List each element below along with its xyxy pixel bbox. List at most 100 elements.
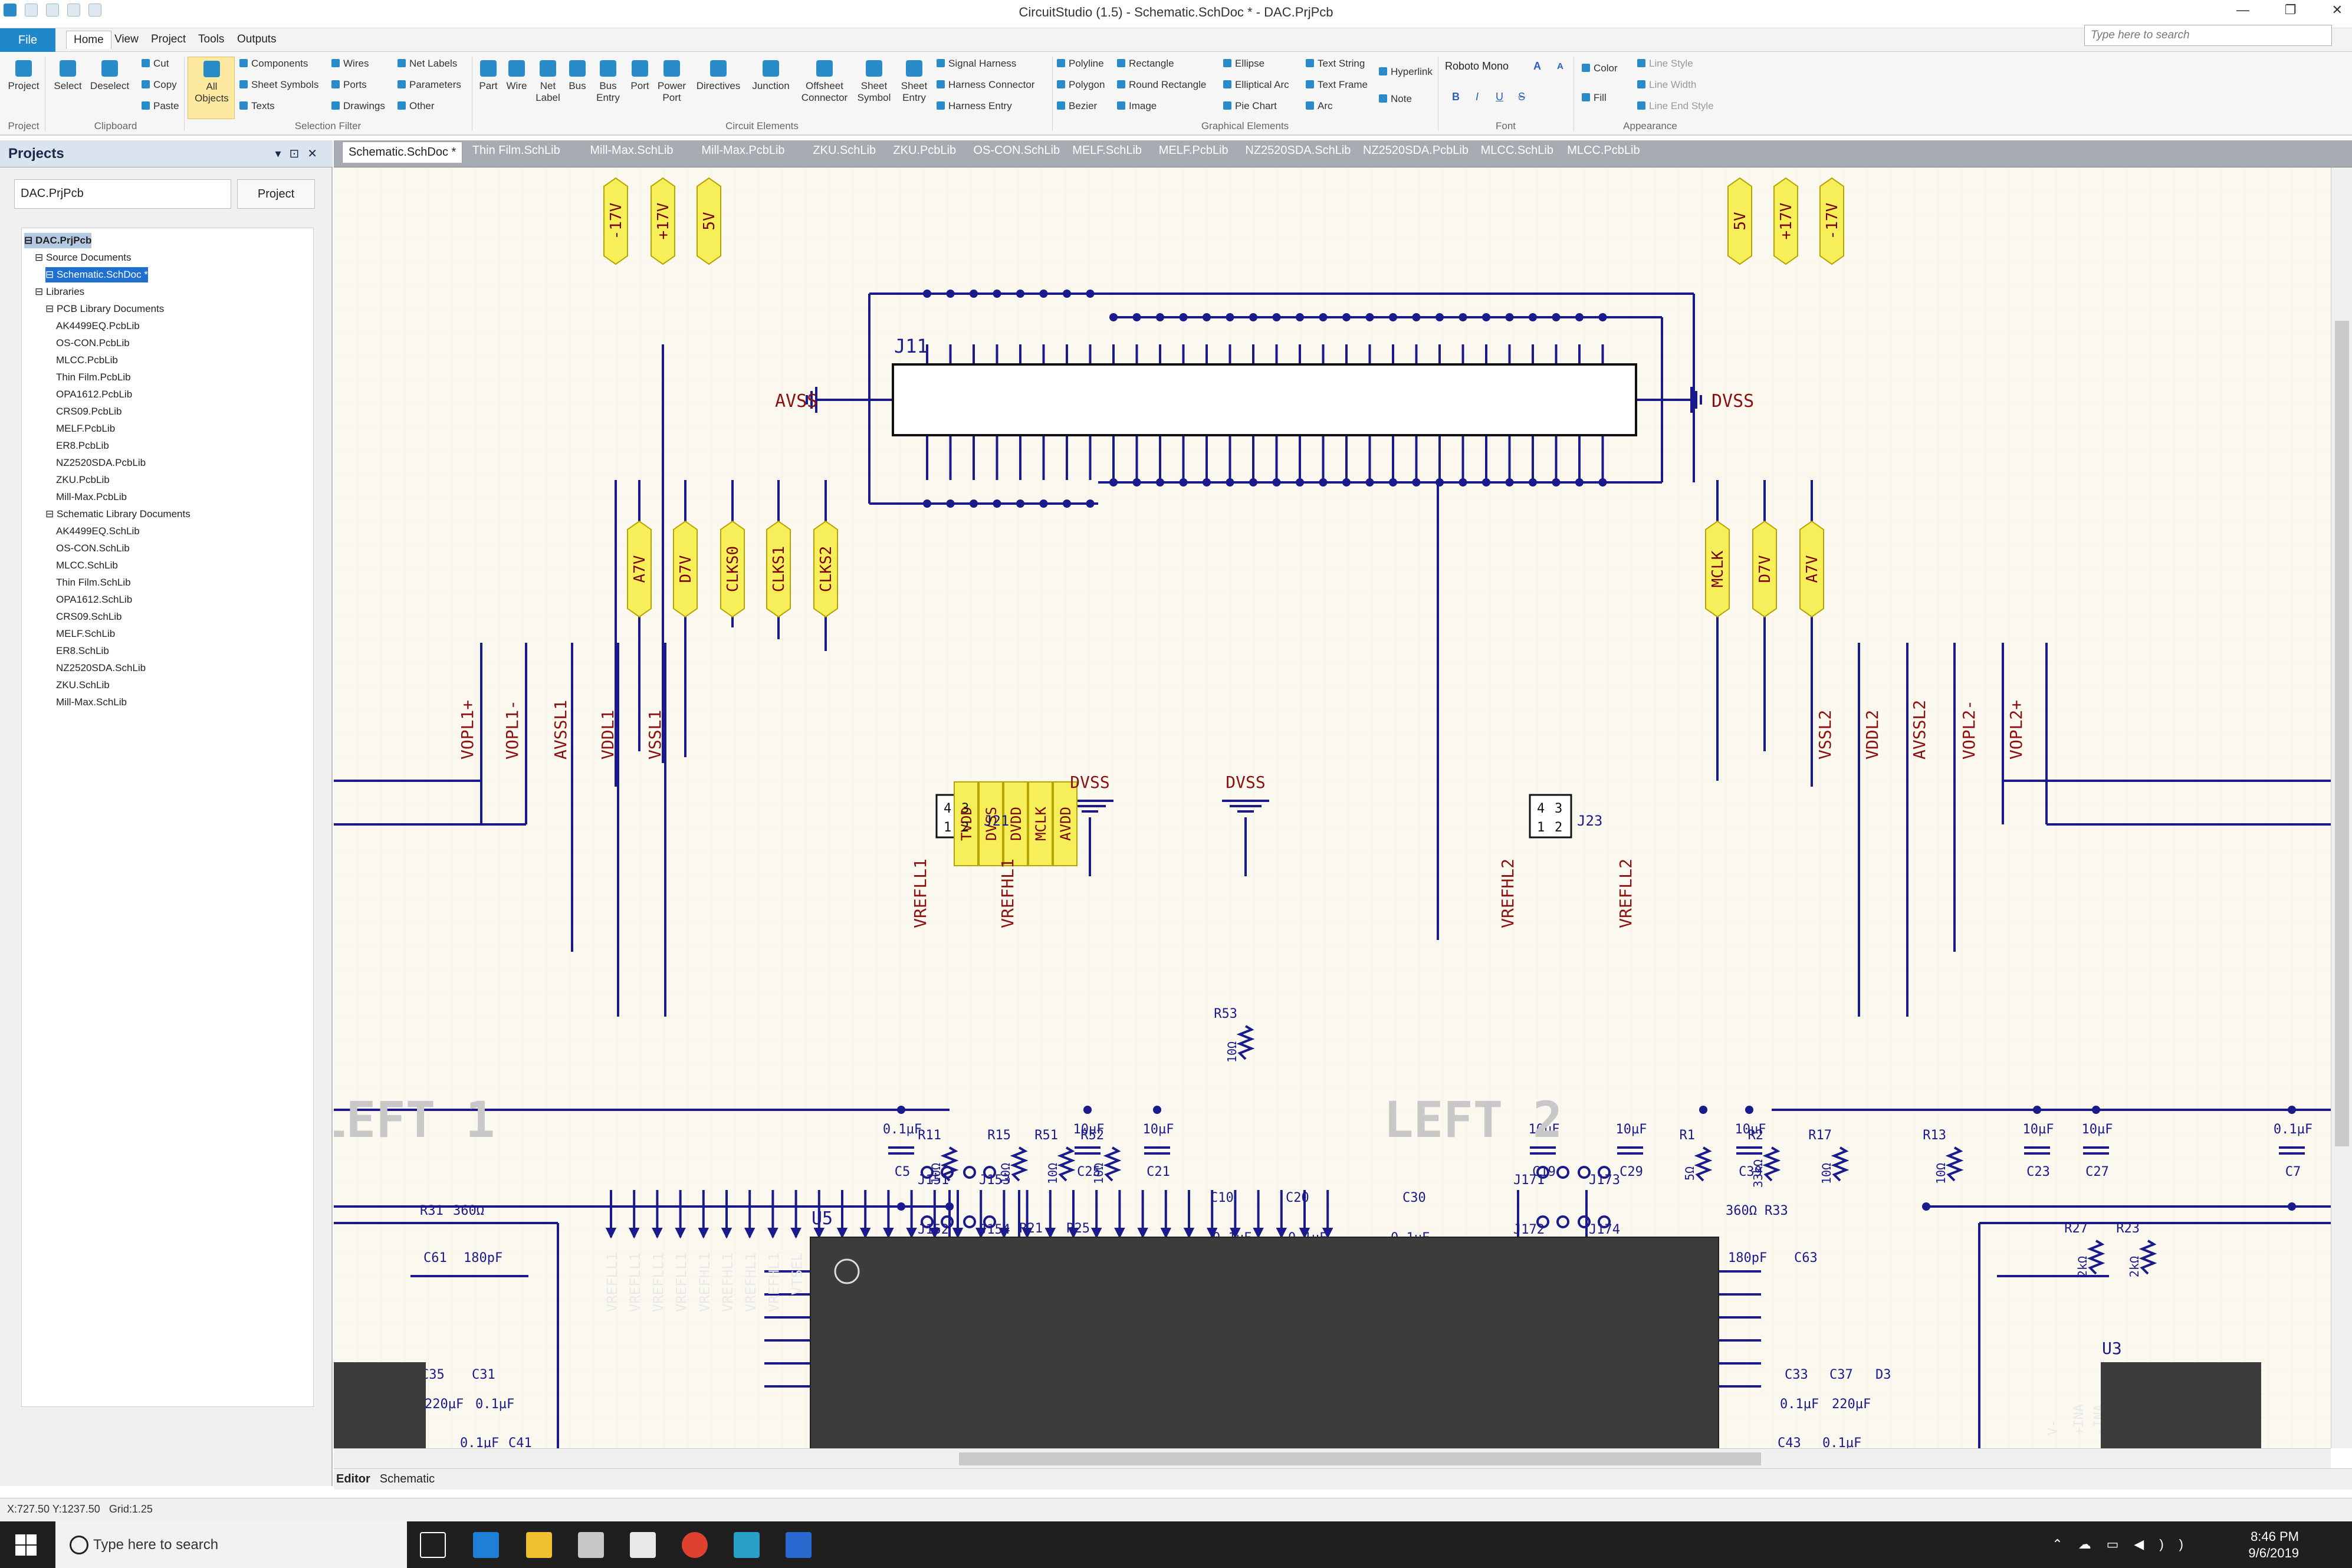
bold-button[interactable]: B — [1452, 91, 1460, 103]
junction-dot[interactable] — [1529, 313, 1537, 321]
chrome-icon[interactable] — [682, 1532, 708, 1558]
tree-item[interactable]: OPA1612.SchLib — [56, 594, 133, 605]
designator[interactable]: R11 — [918, 1128, 941, 1143]
jumper-pad[interactable] — [921, 1166, 934, 1179]
tree-item[interactable]: MLCC.PcbLib — [56, 354, 118, 366]
junction-dot[interactable] — [1132, 313, 1141, 321]
filter-components[interactable]: Components — [239, 58, 308, 70]
pin-arrow[interactable] — [675, 1228, 686, 1239]
net-label[interactable]: VREFHL2 — [1498, 859, 1517, 928]
pin-arrow[interactable] — [1090, 1228, 1102, 1239]
resistor[interactable] — [1694, 1146, 1713, 1182]
jumper-pad[interactable] — [983, 1215, 996, 1228]
power-label[interactable]: DVSS — [1226, 773, 1265, 792]
pin-number[interactable]: 1 — [944, 820, 951, 835]
polygon-button[interactable]: Polygon — [1057, 79, 1105, 91]
component-label[interactable]: C33 — [1785, 1368, 1808, 1382]
designator[interactable]: C29 — [1620, 1165, 1643, 1179]
jumper-pad[interactable] — [1536, 1215, 1549, 1228]
doc-tab[interactable]: ZKU.PcbLib — [893, 144, 957, 157]
tab-view[interactable]: View — [114, 33, 139, 45]
pin-arrow[interactable] — [767, 1228, 778, 1239]
power-rail-port[interactable] — [651, 177, 675, 265]
tree-item[interactable]: ⊟ DAC.PrjPcb — [24, 233, 92, 248]
doc-tab[interactable]: MLCC.SchLib — [1480, 144, 1553, 157]
designator[interactable]: C27 — [2085, 1165, 2109, 1179]
vertical-scrollbar[interactable] — [2331, 167, 2352, 1448]
junction-dot[interactable] — [1086, 499, 1095, 508]
jumper-pad[interactable] — [1536, 1166, 1549, 1179]
ic-pin-label[interactable]: +INA — [2072, 1404, 2087, 1435]
tree-item[interactable]: AK4499EQ.SchLib — [56, 525, 140, 537]
app-taskbar-icon[interactable] — [786, 1532, 812, 1558]
junction-dot[interactable] — [1272, 313, 1281, 321]
jumper-pad[interactable] — [1598, 1215, 1611, 1228]
net-label[interactable]: VDDL1 — [598, 710, 617, 760]
power-rail-port[interactable] — [697, 177, 721, 265]
junction-dot[interactable] — [1552, 313, 1561, 321]
filter-wires[interactable]: Wires — [331, 58, 369, 70]
port-label[interactable]: +17V — [655, 203, 672, 240]
signal-port[interactable] — [627, 520, 652, 618]
junction-dot[interactable] — [1132, 478, 1141, 486]
filter-drawings[interactable]: Drawings — [331, 100, 385, 112]
component-label[interactable]: 220µF — [1832, 1397, 1871, 1412]
component-label[interactable]: C20 — [1286, 1191, 1309, 1205]
junction-dot[interactable] — [1342, 478, 1351, 486]
designator[interactable]: J23 — [1577, 813, 1602, 829]
tab-outputs[interactable]: Outputs — [237, 33, 277, 45]
pin-number[interactable]: 4 — [1537, 801, 1545, 816]
junction-dot[interactable] — [1412, 478, 1421, 486]
cut-button[interactable]: Cut — [142, 58, 169, 70]
pin-arrow[interactable] — [929, 1228, 941, 1239]
tree-item[interactable]: NZ2520SDA.SchLib — [56, 662, 146, 673]
strikethrough-button[interactable]: S — [1518, 91, 1526, 103]
filter-sheet-symbols[interactable]: Sheet Symbols — [239, 79, 318, 91]
deselect-button[interactable]: Deselect — [87, 60, 132, 92]
tree-item[interactable]: CRS09.PcbLib — [56, 406, 122, 417]
arc-button[interactable]: Arc — [1306, 100, 1333, 112]
paste-button[interactable]: Paste — [142, 100, 179, 112]
net-label[interactable]: VOPL1+ — [458, 700, 477, 760]
jumper-pad[interactable] — [921, 1215, 934, 1228]
directives-button[interactable]: Directives — [691, 60, 745, 92]
port-label[interactable]: D7V — [677, 555, 695, 583]
designator[interactable]: R51 — [1034, 1128, 1058, 1143]
round-rectangle-button[interactable]: Round Rectangle — [1117, 79, 1206, 91]
signal-port[interactable] — [1705, 520, 1730, 618]
tree-item[interactable]: ⊟ Schematic.SchDoc * — [45, 267, 148, 282]
capacitor[interactable] — [1736, 1146, 1762, 1155]
capacitor[interactable] — [888, 1146, 914, 1155]
undo-icon[interactable] — [67, 4, 80, 17]
designator[interactable]: C19 — [1532, 1165, 1556, 1179]
component-label[interactable]: J174 — [1589, 1222, 1620, 1237]
pin-arrow[interactable] — [628, 1228, 640, 1239]
component-label[interactable]: C31 — [472, 1368, 495, 1382]
component-label[interactable]: C30 — [1402, 1191, 1426, 1205]
file-menu[interactable]: File — [0, 28, 55, 52]
component-value[interactable]: 10µF — [2023, 1122, 2054, 1137]
u5-ic[interactable] — [810, 1237, 1719, 1448]
save-all-icon[interactable] — [46, 4, 59, 17]
power-port[interactable] — [954, 781, 978, 866]
designator[interactable]: C25 — [1077, 1165, 1101, 1179]
component-label[interactable]: 220µF — [425, 1397, 464, 1412]
system-tray[interactable]: ⌃☁▭◀)) — [2052, 1537, 2199, 1551]
junction-dot[interactable] — [1699, 1106, 1707, 1114]
signal-port[interactable] — [1799, 520, 1824, 618]
component-label[interactable]: J173 — [1589, 1173, 1620, 1188]
junction-dot[interactable] — [1389, 478, 1397, 486]
junction-dot[interactable] — [1342, 313, 1351, 321]
power-rail-port[interactable] — [1727, 177, 1752, 265]
junction-dot[interactable] — [2288, 1106, 2296, 1114]
taskbar-search[interactable]: Type here to search — [55, 1521, 407, 1568]
signal-harness-button[interactable]: Signal Harness — [937, 58, 1016, 70]
harness-connector-button[interactable]: Harness Connector — [937, 79, 1034, 91]
junction-dot[interactable] — [1226, 313, 1234, 321]
filter-ports[interactable]: Ports — [331, 79, 367, 91]
junction-dot[interactable] — [897, 1106, 905, 1114]
port-label[interactable]: TVDD — [958, 807, 975, 841]
component-label[interactable]: D3 — [1875, 1368, 1891, 1382]
